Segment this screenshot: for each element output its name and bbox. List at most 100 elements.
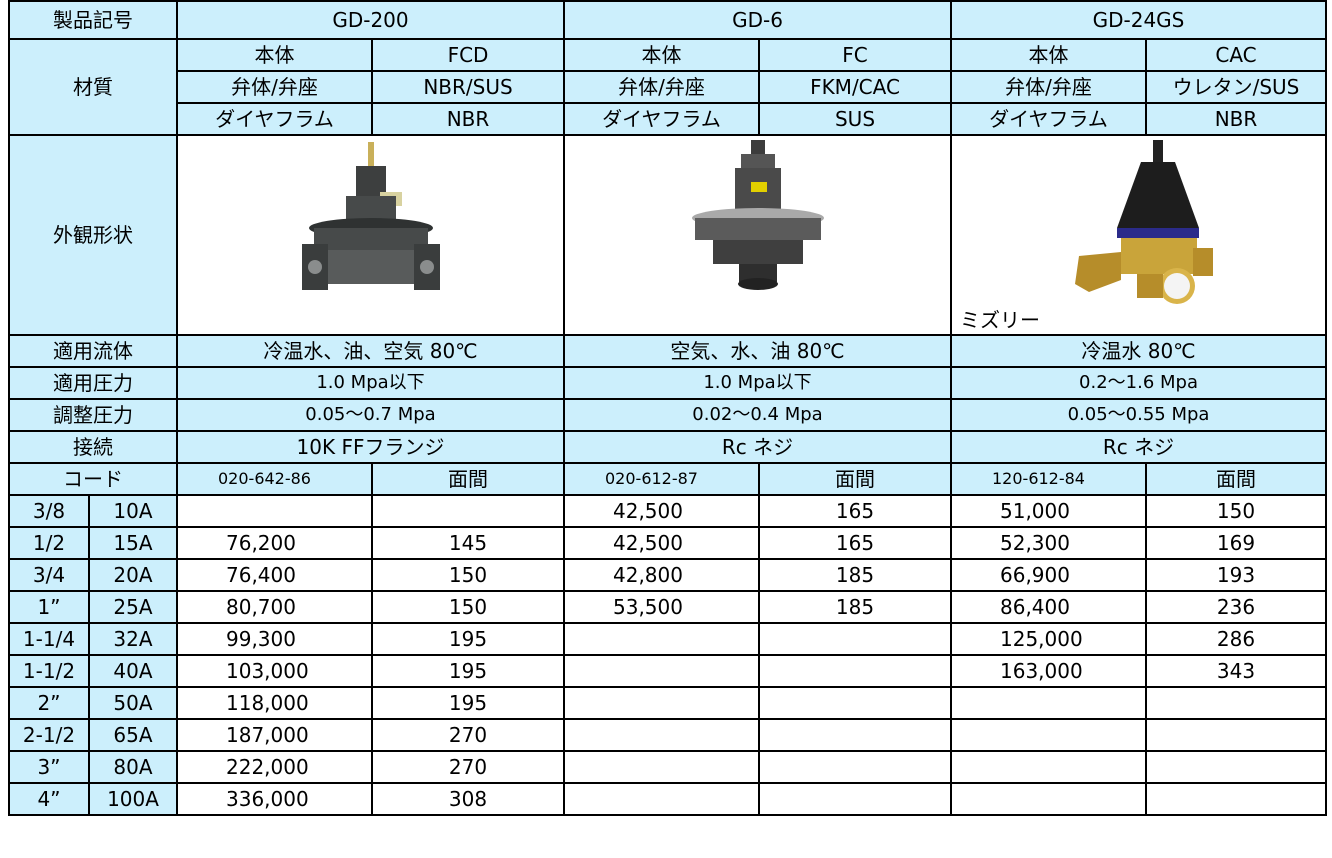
gd200-face: 195 [371,654,565,688]
size-a: 100A [88,782,178,816]
gd24-price [950,686,1147,720]
spec-value: 冷温水、油、空気 80℃ [176,334,565,368]
spec-label: 調整圧力 [8,398,178,432]
size-a: 40A [88,654,178,688]
spec-label: 接続 [8,430,178,464]
gd6-face: 165 [758,526,952,560]
gd24-face [1145,750,1327,784]
spec-value: Rc ネジ [950,430,1327,464]
material-value: FCD [371,38,565,72]
model-gd6: GD-6 [563,0,952,40]
spec-value: 0.05～0.7 Mpa [176,398,565,432]
material-value: NBR [1145,102,1327,136]
size-inch: 4” [8,782,90,816]
material-part: 弁体/弁座 [950,70,1147,104]
gd200-price: 118,000 [176,686,373,720]
gd24-price: 66,900 [950,558,1147,592]
spec-value: 10K FFフランジ [176,430,565,464]
gd6-face [758,782,952,816]
appearance-label: 外観形状 [8,134,178,336]
material-part: 弁体/弁座 [563,70,760,104]
gd200-face: 150 [371,590,565,624]
model-label: 製品記号 [8,0,178,40]
size-a: 20A [88,558,178,592]
spec-label: 適用圧力 [8,366,178,400]
size-inch: 2” [8,686,90,720]
spec-value: 冷温水 80℃ [950,334,1327,368]
gd24-price: 52,300 [950,526,1147,560]
gd200-price: 103,000 [176,654,373,688]
spec-table: 製品記号 GD-200 GD-6 GD-24GS 材質 本体 FCD 本体 FC… [8,0,1327,816]
gd200-face [371,494,565,528]
material-value: SUS [758,102,952,136]
gd6-price [563,622,760,656]
spec-value: 0.05～0.55 Mpa [950,398,1327,432]
code-label: コード [8,462,178,496]
size-a: 32A [88,622,178,656]
spec-label: 適用流体 [8,334,178,368]
gd24-face: 343 [1145,654,1327,688]
gd200-face: 145 [371,526,565,560]
gd6-price [563,750,760,784]
face-label: 面間 [758,462,952,496]
size-a: 50A [88,686,178,720]
gd6-face: 165 [758,494,952,528]
gd200-face: 270 [371,718,565,752]
spec-value: 空気、水、油 80℃ [563,334,952,368]
gd24-price [950,750,1147,784]
gd200-face: 308 [371,782,565,816]
material-part: ダイヤフラム [563,102,760,136]
size-a: 15A [88,526,178,560]
size-a: 25A [88,590,178,624]
valve-gd200-image [301,142,440,290]
product-image-gd24gs: ミズリー [950,134,1327,336]
gd24-face: 150 [1145,494,1327,528]
gd200-face: 195 [371,686,565,720]
gd200-price: 336,000 [176,782,373,816]
material-value: ウレタン/SUS [1145,70,1327,104]
gd6-face [758,718,952,752]
gd6-price [563,718,760,752]
gd6-face [758,654,952,688]
material-part: 本体 [950,38,1147,72]
size-inch: 1-1/4 [8,622,90,656]
spec-value: 0.2～1.6 Mpa [950,366,1327,400]
size-inch: 3/4 [8,558,90,592]
face-label: 面間 [1145,462,1327,496]
gd24-price: 163,000 [950,654,1147,688]
valve-gd24gs-image [1074,140,1213,304]
gd200-price: 222,000 [176,750,373,784]
gd6-price: 42,800 [563,558,760,592]
size-inch: 1” [8,590,90,624]
gd6-face [758,686,952,720]
gd6-price: 42,500 [563,526,760,560]
material-part: ダイヤフラム [950,102,1147,136]
model-gd200: GD-200 [176,0,565,40]
spec-value: 1.0 Mpa以下 [563,366,952,400]
gd200-price: 80,700 [176,590,373,624]
gd6-face [758,622,952,656]
gd6-price [563,654,760,688]
gd24-price: 51,000 [950,494,1147,528]
gd200-face: 150 [371,558,565,592]
product-code: 020-612-87 [563,462,760,496]
image-label: ミズリー [960,308,1040,332]
gd200-face: 195 [371,622,565,656]
size-inch: 1-1/2 [8,654,90,688]
gd6-price [563,686,760,720]
face-label: 面間 [371,462,565,496]
spec-value: Rc ネジ [563,430,952,464]
gd200-price: 99,300 [176,622,373,656]
material-value: FC [758,38,952,72]
gd24-face: 169 [1145,526,1327,560]
